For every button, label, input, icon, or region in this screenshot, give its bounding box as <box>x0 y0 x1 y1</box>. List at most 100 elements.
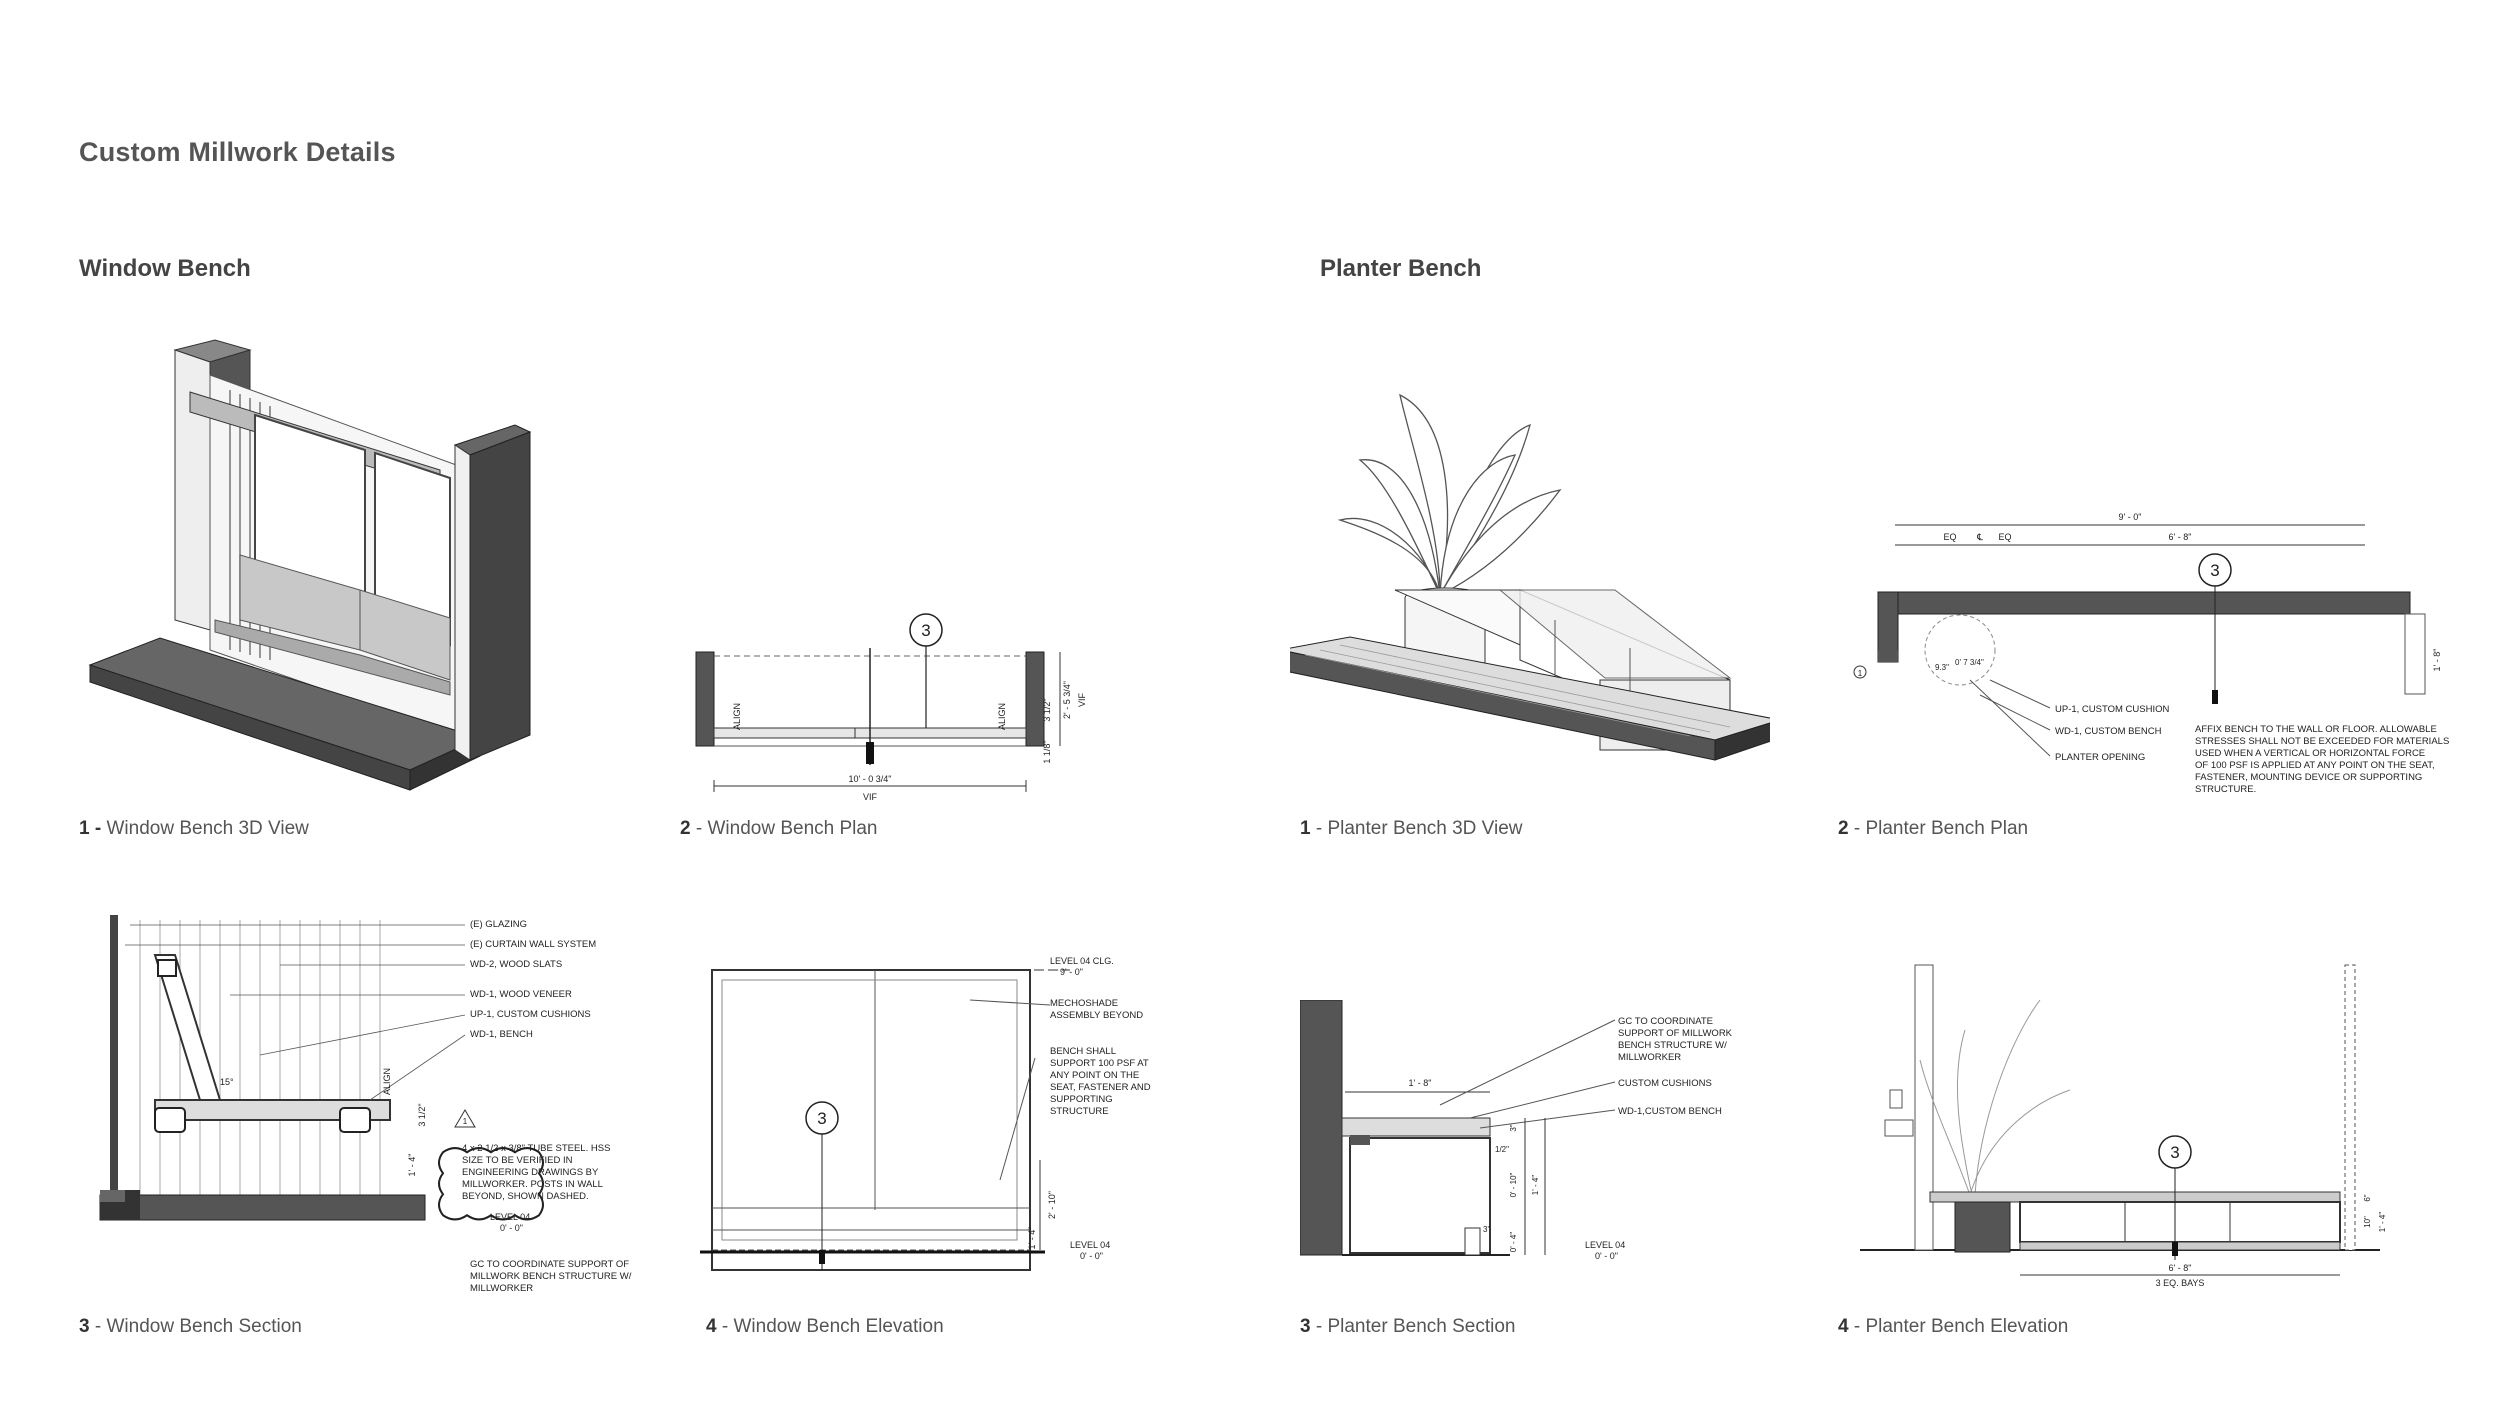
planter-bench-section-drawing: 1' - 8" GC TO COORDINATE SUPPORT OF MILL… <box>1300 1000 1733 1261</box>
note-glazing: (E) GLAZING <box>470 919 527 930</box>
dim-b: 1' - 4" <box>1027 1227 1037 1250</box>
note-cushions: CUSTOM CUSHIONS <box>1618 1078 1712 1089</box>
gc-note-line: SUPPORT OF MILLWORK <box>1618 1028 1733 1039</box>
affix-note-line: STRUCTURE. <box>2195 784 2256 795</box>
affix-note-line: USED WHEN A VERTICAL OR HORIZONTAL FORCE <box>2195 748 2425 759</box>
cloud-note-line: ENGINEERING DRAWINGS BY <box>462 1167 599 1178</box>
caption-window-bench-plan: 2 - Window Bench Plan <box>680 818 878 839</box>
plan-section-ref: 3 <box>921 621 930 640</box>
caption-text: Window Bench Elevation <box>733 1316 944 1337</box>
window-bench-elevation-drawing: 3 LEVEL 04 CLG. 9' - 0" MECHOSHADE ASSEM… <box>700 956 1151 1271</box>
dim-a: 3" <box>1509 1124 1518 1131</box>
bays-label: 3 EQ. BAYS <box>2156 1278 2205 1288</box>
caption-number: 3 <box>1300 1316 1311 1337</box>
detail-tag: 1 <box>1858 669 1863 678</box>
dim-seat: 1 1/8" <box>1042 740 1052 763</box>
caption-planter-bench-3d: 1 - Planter Bench 3D View <box>1300 818 1523 839</box>
bench-note-line: BENCH SHALL <box>1050 1046 1116 1057</box>
vif-label: VIF <box>1077 693 1087 708</box>
dim-d: 0' - 4" <box>1509 1232 1518 1253</box>
caption-number: 4 <box>1838 1316 1849 1337</box>
affix-note-line: OF 100 PSF IS APPLIED AT ANY POINT ON TH… <box>2195 760 2435 771</box>
gc-note-line: GC TO COORDINATE SUPPORT OF <box>470 1259 629 1270</box>
caption-text: Planter Bench Elevation <box>1865 1316 2069 1337</box>
caption-window-bench-elevation: 4 - Window Bench Elevation <box>706 1316 944 1337</box>
note-wood-slats: WD-2, WOOD SLATS <box>470 959 562 970</box>
note-wood-veneer: WD-1, WOOD VENEER <box>470 989 572 1000</box>
dim-width: 10' - 0 3/4" <box>849 774 892 784</box>
note-bench: WD-1, CUSTOM BENCH <box>2055 726 2162 737</box>
caption-planter-bench-elevation: 4 - Planter Bench Elevation <box>1838 1316 2069 1337</box>
cloud-note-line: BEYOND, SHOWN DASHED. <box>462 1191 589 1202</box>
mecho-note: ASSEMBLY BEYOND <box>1050 1010 1143 1021</box>
caption-number: 4 <box>706 1316 717 1337</box>
section-title-planter-bench: Planter Bench <box>1320 255 1482 282</box>
cloud-note-line: SIZE TO BE VERIFIED IN <box>462 1155 573 1166</box>
level-label: LEVEL 04 <box>1070 1240 1110 1250</box>
caption-text: Planter Bench Plan <box>1865 818 2029 839</box>
dim-bench: 6' - 8" <box>2169 532 2192 542</box>
align-label: ALIGN <box>732 703 742 730</box>
note-planter-opening: PLANTER OPENING <box>2055 752 2145 763</box>
window-bench-3d-drawing <box>88 339 532 791</box>
window-bench-plan-drawing: 3 ALIGN ALIGN 10' - 0 3/4" VIF 2' - 5 3/… <box>695 613 1087 802</box>
cloud-note-line: MILLWORKER. POSTS IN WALL <box>462 1179 603 1190</box>
plan-section-ref: 3 <box>2210 561 2219 580</box>
level-label: LEVEL 04 <box>490 1212 530 1222</box>
dim-b: 0' - 10" <box>1509 1172 1518 1197</box>
bench-note-line: SEAT, FASTENER AND <box>1050 1082 1151 1093</box>
gc-note-line: GC TO COORDINATE <box>1618 1016 1713 1027</box>
caption-window-bench-section: 3 - Window Bench Section <box>79 1316 302 1337</box>
note-bench: WD-1, BENCH <box>470 1029 533 1040</box>
note-curtain-wall: (E) CURTAIN WALL SYSTEM <box>470 939 596 950</box>
elevation-section-ref: 3 <box>817 1109 826 1128</box>
affix-note-line: FASTENER, MOUNTING DEVICE OR SUPPORTING <box>2195 772 2422 783</box>
vif-label: VIF <box>863 792 878 802</box>
note-cushions: UP-1, CUSTOM CUSHIONS <box>470 1009 591 1020</box>
gc-note-line: BENCH STRUCTURE W/ <box>1618 1040 1727 1051</box>
dim-angle: 15° <box>220 1077 234 1087</box>
bench-note-line: STRUCTURE <box>1050 1106 1109 1117</box>
dim-eq: EQ <box>1998 532 2011 542</box>
dim-c: 6" <box>2363 1194 2372 1201</box>
caption-text: Planter Bench Section <box>1327 1316 1516 1337</box>
note-cushion: UP-1, CUSTOM CUSHION <box>2055 704 2170 715</box>
bench-note-line: SUPPORT 100 PSF AT <box>1050 1058 1149 1069</box>
dim-width: 6' - 8" <box>2169 1263 2192 1273</box>
caption-number: 2 <box>680 818 691 839</box>
dim-radius-2: 0' 7 3/4" <box>1955 658 1984 667</box>
caption-text: Window Bench Section <box>106 1316 302 1337</box>
dim-eq: EQ <box>1943 532 1956 542</box>
caption-text: Window Bench 3D View <box>106 818 309 839</box>
centerline-mark: ℄ <box>1976 532 1983 542</box>
dim-a: 2' - 10" <box>1047 1191 1057 1219</box>
page-title: Custom Millwork Details <box>79 137 396 167</box>
window-bench-section-drawing: (E) GLAZING (E) CURTAIN WALL SYSTEM WD-2… <box>99 915 632 1294</box>
align-label: ALIGN <box>382 1068 392 1095</box>
bench-note-line: ANY POINT ON THE <box>1050 1070 1139 1081</box>
level-elevation: 0' - 0" <box>1080 1251 1103 1261</box>
dim-b: 1' - 4" <box>407 1154 417 1177</box>
caption-number: 1 <box>79 818 90 839</box>
planter-bench-elevation-drawing: 3 6' - 8" 3 EQ. BAYS 10" 1' - 4" 6" <box>1860 964 2387 1288</box>
dim-a: 10" <box>2363 1216 2372 1228</box>
dim-a: 3 1/2" <box>417 1103 427 1126</box>
level-top-elevation: 9' - 0" <box>1060 967 1083 977</box>
revision-tag: 1 <box>463 1117 468 1126</box>
caption-planter-bench-section: 3 - Planter Bench Section <box>1300 1316 1516 1337</box>
cloud-note-line: 4 x 2 1/2 x 3/8" TUBE STEEL. HSS <box>462 1143 610 1154</box>
caption-text: Window Bench Plan <box>707 818 878 839</box>
dim-e: 1/2" <box>1495 1145 1509 1154</box>
section-title-window-bench: Window Bench <box>79 255 251 282</box>
gc-note-line: MILLWORKER <box>470 1283 533 1294</box>
note-bench: WD-1,CUSTOM BENCH <box>1618 1106 1722 1117</box>
dim-total: 9' - 0" <box>2119 512 2142 522</box>
caption-text: Planter Bench 3D View <box>1327 818 1523 839</box>
bench-note-line: SUPPORTING <box>1050 1094 1113 1105</box>
mecho-note: MECHOSHADE <box>1050 998 1118 1009</box>
caption-number: 3 <box>79 1316 90 1337</box>
affix-note-line: AFFIX BENCH TO THE WALL OR FLOOR. ALLOWA… <box>2195 724 2437 735</box>
planter-bench-plan-drawing: 9' - 0" EQ ℄ EQ 6' - 8" 3 9.3" 0' 7 3/4"… <box>1853 512 2449 795</box>
align-label: ALIGN <box>997 703 1007 730</box>
level-elevation: 0' - 0" <box>1595 1251 1618 1261</box>
